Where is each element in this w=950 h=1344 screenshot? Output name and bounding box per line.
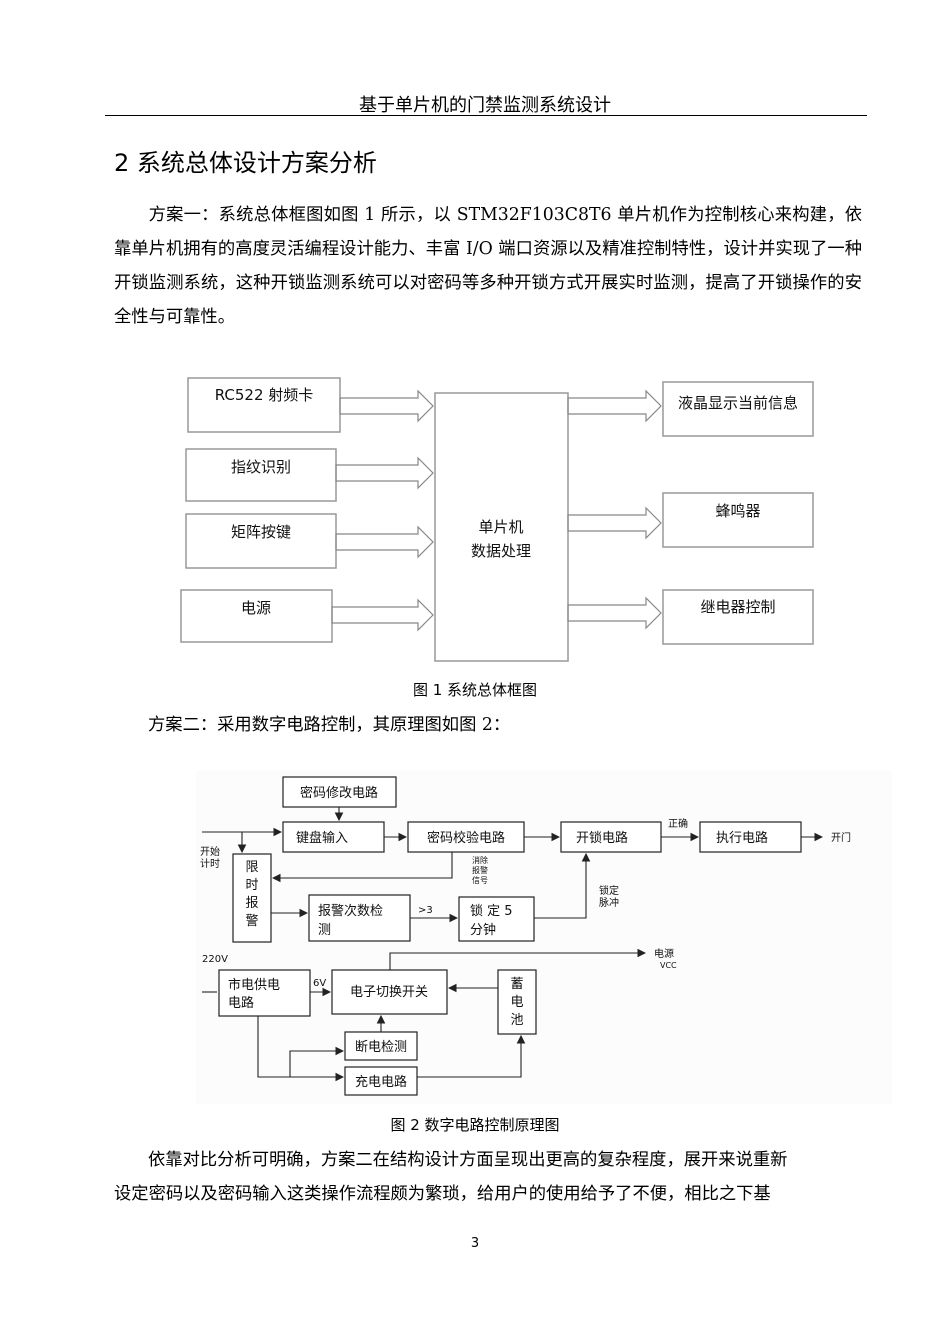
- paragraph-conclusion-line-2: 设定密码以及密码输入这类操作流程颇为繁琐，给用户的使用给予了不便，相比之下基: [114, 1184, 771, 1204]
- block-timer-alarm-2: 时: [245, 878, 258, 893]
- label-start-timer-2: 计时: [200, 857, 220, 870]
- section-title: 2 系统总体设计方案分析: [114, 149, 377, 177]
- figure-1-block-diagram: RC522 射频卡 指纹识别 矩阵按键 电源 单片机 数据处理 液晶显示当前信息…: [180, 377, 814, 662]
- paragraph-text: 方案一：系统总体框图如图 1 所示，以 STM32F103C8T6 单片机作为控…: [114, 205, 862, 327]
- input-label-fingerprint: 指纹识别: [231, 458, 291, 476]
- figure-2-blocks: [218, 776, 802, 1096]
- block-mains-1: 市电供电: [228, 977, 280, 993]
- block-battery-1: 蓄: [510, 977, 523, 992]
- paragraph-scheme-two: 方案二：采用数字电路控制，其原理图如图 2：: [148, 715, 511, 735]
- block-battery-3: 池: [510, 1013, 523, 1028]
- block-timer-alarm-3: 报: [245, 896, 258, 911]
- block-charge-circuit: 充电电路: [355, 1074, 407, 1090]
- output-label-relay: 继电器控制: [700, 598, 775, 616]
- input-label-rfid: RC522 射频卡: [215, 386, 314, 404]
- block-alarm-count-2: 测: [318, 923, 331, 938]
- input-label-power: 电源: [241, 599, 271, 617]
- block-password-modify: 密码修改电路: [300, 785, 378, 801]
- block-timer-alarm-4: 警: [245, 913, 258, 929]
- label-power-vcc-1: 电源: [654, 947, 674, 960]
- label-clear-alarm-3: 信号: [472, 875, 488, 885]
- block-execute-circuit: 执行电路: [716, 830, 768, 846]
- block-power-detect: 断电检测: [355, 1040, 407, 1055]
- label-correct: 正确: [668, 817, 688, 830]
- label-power-vcc-2: VCC: [660, 961, 677, 970]
- label-start-timer-1: 开始: [200, 845, 220, 858]
- input-label-keypad: 矩阵按键: [231, 523, 291, 541]
- header-rule: [105, 115, 867, 116]
- block-lock5-1: 锁 定 5: [470, 903, 513, 919]
- label-6v: 6V: [313, 978, 326, 989]
- output-label-lcd: 液晶显示当前信息: [678, 394, 798, 412]
- label-lock-pulse-2: 脉冲: [599, 896, 619, 909]
- paragraph-scheme-one: 方案一：系统总体框图如图 1 所示，以 STM32F103C8T6 单片机作为控…: [114, 198, 862, 334]
- block-timer-alarm-1: 限: [245, 860, 258, 875]
- figure-1-caption: 图 1 系统总体框图: [412, 681, 538, 699]
- block-alarm-count-1: 报警次数检: [318, 903, 383, 919]
- running-header: 基于单片机的门禁监测系统设计: [359, 95, 611, 116]
- label-gt3: >3: [418, 905, 433, 916]
- block-mains-2: 电路: [228, 995, 254, 1011]
- figure-2-wires: [202, 807, 824, 1082]
- label-220v: 220V: [202, 954, 228, 965]
- output-label-buzzer: 蜂鸣器: [715, 502, 760, 520]
- label-clear-alarm-2: 报警: [472, 865, 488, 875]
- block-battery-2: 电: [510, 995, 523, 1010]
- block-unlock-circuit: 开锁电路: [576, 830, 628, 846]
- label-open-door: 开门: [831, 831, 851, 844]
- block-electronic-switch: 电子切换开关: [350, 985, 428, 1000]
- page-number: 3: [470, 1236, 480, 1251]
- label-clear-alarm-1: 消除: [472, 855, 488, 865]
- block-password-verify: 密码校验电路: [427, 830, 505, 846]
- figure-2-background: [196, 770, 892, 1104]
- figure-2-circuit-diagram: 密码修改电路 键盘输入 密码校验电路 开锁电路 执行电路 限 时 报 警 报警次…: [196, 770, 892, 1104]
- paragraph-conclusion-line-1: 依靠对比分析可明确，方案二在结构设计方面呈现出更高的复杂程度，展开来说重新: [148, 1150, 788, 1170]
- mcu-label: 单片机: [478, 518, 523, 536]
- block-lock5-2: 分钟: [470, 922, 496, 938]
- figure-1-output-boxes: [662, 381, 814, 645]
- label-lock-pulse-1: 锁定: [599, 884, 619, 897]
- figure-1-arrows: [331, 389, 662, 632]
- figure-2-caption: 图 2 数字电路控制原理图: [390, 1116, 560, 1134]
- mcu-sublabel: 数据处理: [471, 542, 531, 560]
- block-keyboard-input: 键盘输入: [296, 830, 348, 846]
